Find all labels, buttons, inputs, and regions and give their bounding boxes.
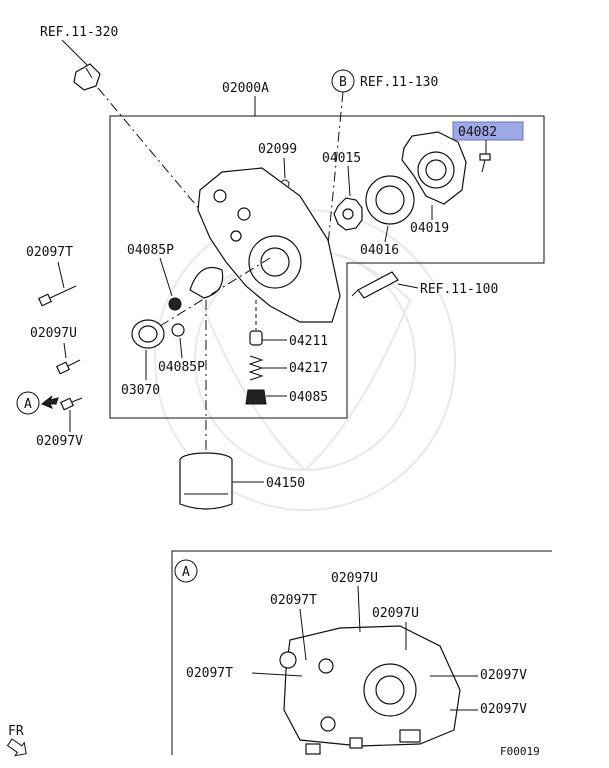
front-arrow-icon (6, 738, 27, 757)
svg-text:A: A (182, 565, 190, 580)
relief-plunger-icon (249, 330, 263, 346)
inset-02097u-top-label[interactable]: 02097U (331, 571, 378, 586)
long-bolt-icon (37, 285, 77, 307)
inset-02097v-right1-label[interactable]: 02097V (480, 668, 527, 683)
gasket-tube-icon (351, 271, 399, 299)
oil-seal-icon (131, 319, 165, 349)
oil-filter-icon (179, 452, 233, 510)
callout-a-inset[interactable]: A (174, 559, 198, 583)
relief-plug-icon (245, 389, 267, 405)
part-04085p-bottom-label[interactable]: 04085P (158, 360, 205, 375)
fr-label: FR (8, 724, 24, 739)
main-assembly-frame (109, 115, 545, 419)
inset-pump-assembly-icon (279, 625, 461, 755)
bolt-02097v-label[interactable]: 02097V (36, 434, 83, 449)
ref-11-100-label[interactable]: REF.11-100 (420, 282, 498, 297)
figure-code: F00019 (500, 745, 540, 758)
medium-bolt-icon (55, 359, 81, 375)
pump-cover-icon (401, 131, 467, 205)
inset-02097t-top-label[interactable]: 02097T (270, 593, 317, 608)
bolt-icon (479, 153, 491, 173)
ref-11-320-label[interactable]: REF.11-320 (40, 25, 118, 40)
svg-text:04082: 04082 (458, 125, 497, 140)
bolt-02097t-label[interactable]: 02097T (26, 245, 73, 260)
part-04082-label[interactable]: 04082 (452, 121, 524, 141)
part-04217-label[interactable]: 04217 (289, 361, 328, 376)
svg-text:B: B (339, 75, 347, 90)
part-04015-label[interactable]: 04015 (322, 151, 361, 166)
ref-11-130-label[interactable]: REF.11-130 (360, 75, 438, 90)
bolt-02097u-label[interactable]: 02097U (30, 326, 77, 341)
inner-rotor-icon (333, 197, 363, 231)
part-04211-label[interactable]: 04211 (289, 334, 328, 349)
part-04085-label[interactable]: 04085 (289, 390, 328, 405)
short-bolt-icon (59, 397, 83, 411)
part-04016-label[interactable]: 04016 (360, 243, 399, 258)
part-03070-label[interactable]: 03070 (121, 383, 160, 398)
plug-icon (168, 297, 182, 311)
sensor-connector-icon (73, 63, 101, 91)
part-04085p-top-label[interactable]: 04085P (127, 243, 174, 258)
callout-b[interactable]: B (331, 69, 355, 93)
inset-frame (171, 550, 552, 755)
part-04150-label[interactable]: 04150 (266, 476, 305, 491)
oil-pump-body-icon (189, 167, 341, 323)
relief-spring-icon (248, 355, 264, 381)
plug-bottom-icon (171, 323, 185, 337)
inset-02097u-right-label[interactable]: 02097U (372, 606, 419, 621)
callout-a-left[interactable]: A (16, 391, 40, 415)
part-02000a-label[interactable]: 02000A (222, 81, 269, 96)
inset-02097t-left-label[interactable]: 02097T (186, 666, 233, 681)
arrow-icon (41, 395, 59, 409)
part-04019-label[interactable]: 04019 (410, 221, 449, 236)
inset-02097v-right2-label[interactable]: 02097V (480, 702, 527, 717)
outer-rotor-icon (365, 175, 415, 225)
part-02099-label[interactable]: 02099 (258, 142, 297, 157)
svg-text:A: A (24, 397, 32, 412)
